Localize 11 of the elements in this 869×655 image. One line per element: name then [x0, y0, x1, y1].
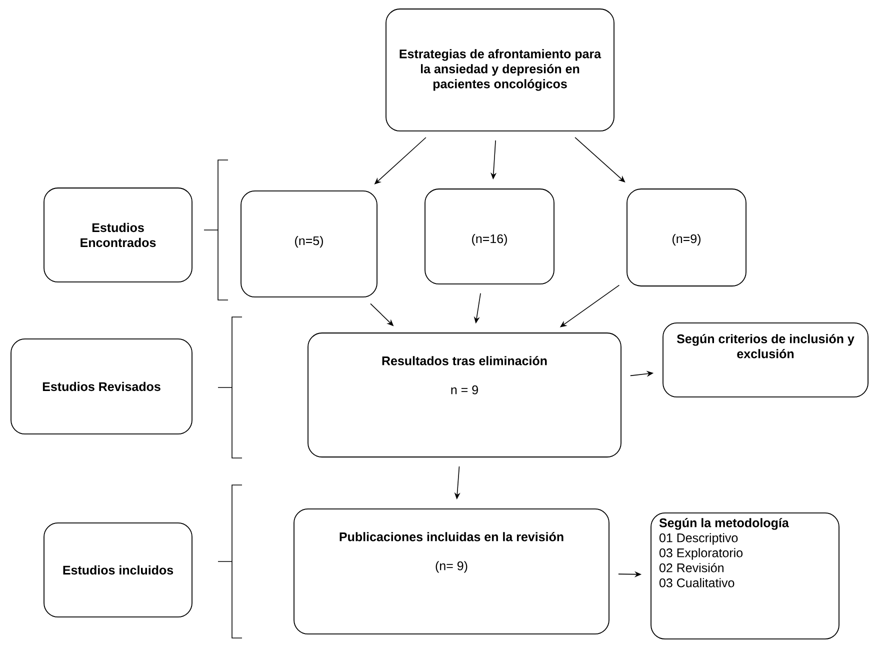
stage-box: Estudios incluidos: [44, 522, 192, 618]
note-box: Según la metodología 01 Descriptivo 03 Exploratorio 02 Revisión 03 Cualitativo: [650, 512, 840, 640]
note-box: Según criterios de inclusión y exclusión: [662, 322, 868, 398]
stage-box: Estudios Encontrados: [44, 188, 192, 282]
stage-box: Estudios Revisados: [10, 338, 192, 434]
source-box: (n=9): [626, 188, 746, 286]
source-box: (n=5): [240, 190, 378, 298]
source-box: (n=16): [424, 188, 554, 284]
topic-box: Estrategias de afrontamiento para la ansiedad y depresión en pacientes oncológicos: [386, 8, 614, 132]
process-box: Resultados tras eliminación n = 9: [308, 332, 622, 458]
process-box: Publicaciones incluidas en la revisión (n= 9): [294, 508, 610, 634]
